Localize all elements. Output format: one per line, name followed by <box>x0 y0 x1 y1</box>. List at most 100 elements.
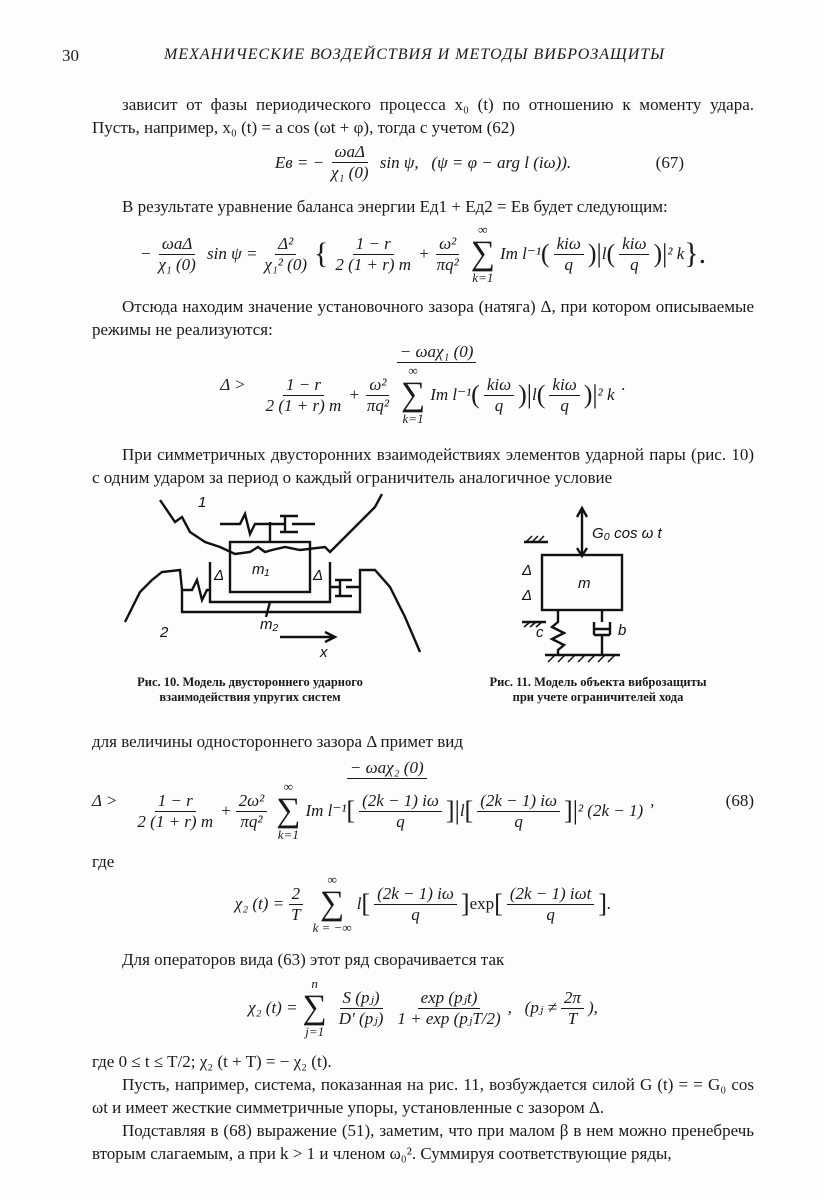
numerator: − ωaχ₁ (0) <box>396 342 477 363</box>
bracket: ] <box>445 796 455 825</box>
brace: { <box>313 237 329 270</box>
mass-m2-cup <box>208 562 332 604</box>
eq-text: exp <box>469 894 495 913</box>
label-delta-left: Δ <box>213 567 224 584</box>
eq-text: Im l⁻¹ <box>305 801 347 820</box>
sigma-icon: ∑ <box>470 235 495 272</box>
paragraph: для величины одностороннего зазора Δ при… <box>92 732 464 751</box>
eq-text: , (pⱼ ≠ <box>507 998 557 1017</box>
x-axis-arrow <box>280 630 338 644</box>
label-m1: m₁ <box>252 561 269 578</box>
eq-text: l <box>356 894 362 913</box>
numerator: 1 − r <box>154 791 196 812</box>
denominator: 1 + exp (pⱼT/2) <box>397 1008 501 1028</box>
damper-right <box>330 578 360 598</box>
sum-lower: k=1 <box>402 411 424 426</box>
numerator: (2k − 1) iω <box>374 884 457 905</box>
denominator: χ₁ (0) <box>331 163 369 182</box>
sum-lower: k=1 <box>277 827 299 842</box>
bracket: [ <box>346 796 356 825</box>
damper-top <box>280 514 315 534</box>
denominator: D′ (pⱼ) <box>338 1008 384 1028</box>
denominator: 2 (1 + r) m <box>137 811 214 831</box>
denominator: q <box>630 254 639 274</box>
abs-bar: | <box>572 796 578 825</box>
sigma-icon: ∑ <box>320 885 345 922</box>
paren: ) <box>518 380 527 409</box>
numerator: kiω <box>619 234 650 255</box>
sum-upper: ∞ <box>327 872 337 887</box>
bracket: ] <box>460 889 470 918</box>
eq-text: − <box>139 244 152 263</box>
label-c: c <box>536 624 544 641</box>
eq-text: . <box>621 374 626 394</box>
figure-10-diagram: 1 2 m₁ m₂ Δ Δ x <box>123 493 422 661</box>
eq-text: χ₂ (t) = <box>234 894 285 913</box>
summation: ∞∑k = −∞ <box>313 872 352 936</box>
sum-lower: k = −∞ <box>312 920 352 935</box>
eq-text: l <box>459 801 465 820</box>
sigma-icon: ∑ <box>302 989 327 1026</box>
abs-bar: | <box>662 239 668 268</box>
numerator: 1 − r <box>282 375 325 396</box>
eq-text: Im l⁻¹ <box>430 385 472 404</box>
figure-10-caption: Рис. 10. Модель двустороннего ударного в… <box>137 675 363 704</box>
denominator: T <box>567 1008 578 1028</box>
denominator: q <box>494 395 504 415</box>
label-force: G₀ cos ω t <box>592 525 663 542</box>
paren: ) <box>587 239 597 268</box>
damper-b <box>592 610 612 655</box>
sum-upper: n <box>311 976 318 991</box>
body-1-outline <box>159 493 384 556</box>
numerator: Δ² <box>275 234 297 255</box>
numerator: (2k − 1) iω <box>477 791 561 812</box>
spring-c <box>549 610 567 655</box>
numerator: (2k − 1) iω <box>359 791 442 812</box>
paragraph: Пусть, например, система, показанная на … <box>92 1075 754 1117</box>
stop-top-hatch <box>525 535 545 543</box>
abs-bar: | <box>592 380 598 409</box>
eq-text: Δ > <box>92 790 118 810</box>
label-delta-top: Δ <box>521 562 532 579</box>
stop-bottom-hatch <box>523 621 543 628</box>
eq-text: ² k <box>597 385 615 404</box>
denominator: T <box>291 904 301 924</box>
bracket: [ <box>494 889 503 918</box>
eq-text: + <box>348 385 360 404</box>
page-number: 30 <box>62 46 79 65</box>
paren: ) <box>653 239 663 268</box>
denominator: q <box>546 904 555 924</box>
denominator: χ₁ (0) <box>158 254 196 274</box>
numerator: ωaΔ <box>331 142 369 163</box>
eq-text: l <box>601 244 607 263</box>
numerator: S (pⱼ) <box>339 988 383 1009</box>
label-2: 2 <box>159 624 169 641</box>
summation: ∞∑k=1 <box>471 222 495 286</box>
eq-text: ² k <box>667 244 685 263</box>
label-delta-right: Δ <box>312 567 323 584</box>
equation-series-sum: χ₂ (t) = n∑j=1 S (pⱼ)D′ (pⱼ) exp (pⱼt)1 … <box>92 976 754 1040</box>
numerator: exp (pⱼt) <box>417 988 481 1009</box>
eq-text: χ₂ (t) = <box>248 998 298 1017</box>
eq-text: , <box>650 790 655 810</box>
eq-text: ² (2k − 1) <box>577 801 644 820</box>
denominator: πq² <box>366 395 389 415</box>
sum-lower: j=1 <box>305 1024 325 1039</box>
fraction: exp (pⱼt)1 + exp (pⱼT/2) <box>394 988 503 1029</box>
summation: ∞∑k=1 <box>276 779 300 843</box>
denominator: πq² <box>436 254 459 274</box>
sum-upper: ∞ <box>478 222 488 237</box>
